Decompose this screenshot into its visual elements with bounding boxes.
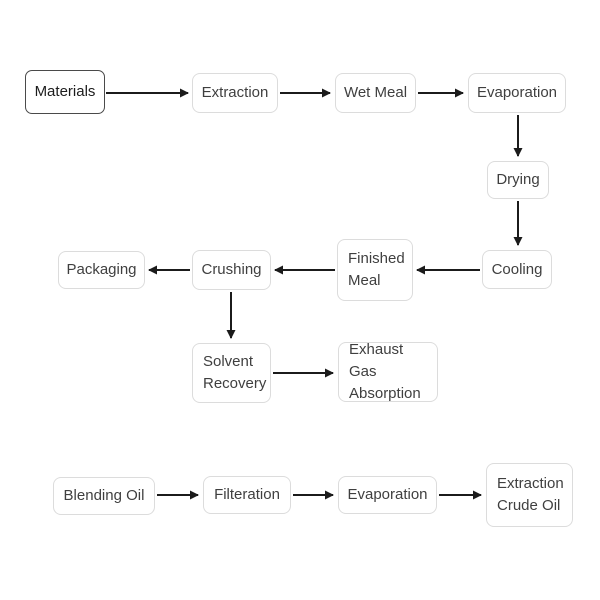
node-filteration: Filteration (203, 476, 291, 514)
node-wet-meal: Wet Meal (335, 73, 416, 113)
node-extraction-crude-oil: Extraction Crude Oil (486, 463, 573, 527)
node-evaporation: Evaporation (468, 73, 566, 113)
node-crushing: Crushing (192, 250, 271, 290)
node-solvent-recovery: Solvent Recovery (192, 343, 271, 403)
node-evaporation-oil: Evaporation (338, 476, 437, 514)
node-extraction: Extraction (192, 73, 278, 113)
node-blending-oil: Blending Oil (53, 477, 155, 515)
node-materials: Materials (25, 70, 105, 114)
node-drying: Drying (487, 161, 549, 199)
node-cooling: Cooling (482, 250, 552, 289)
node-packaging: Packaging (58, 251, 145, 289)
node-exhaust-gas-absorption: Exhaust Gas Absorption (338, 341, 438, 402)
node-finished-meal: Finished Meal (337, 239, 413, 301)
